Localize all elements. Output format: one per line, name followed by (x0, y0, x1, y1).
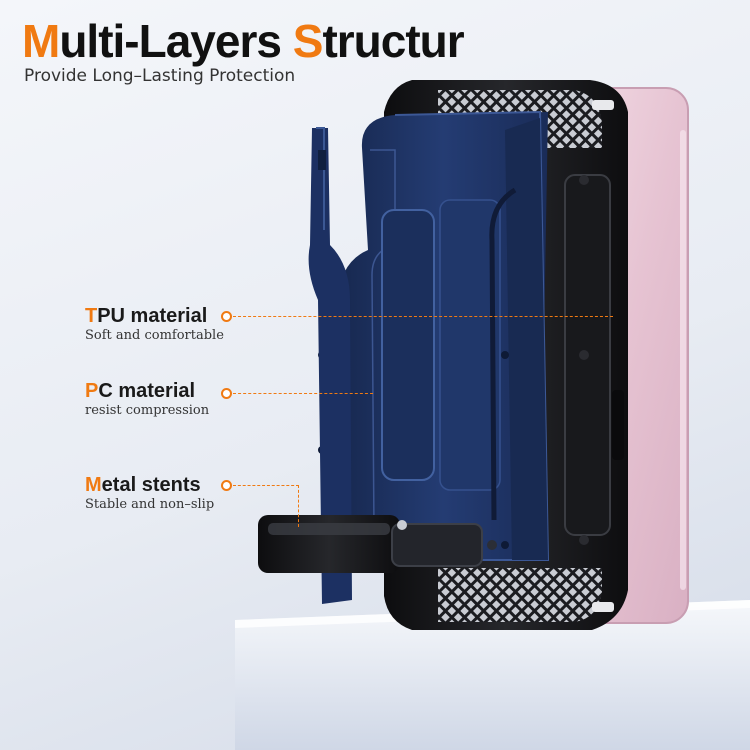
callout-initial: P (85, 380, 99, 402)
detached-side-rail (308, 127, 352, 604)
callout-description: Stable and non–slip (85, 497, 215, 512)
headline-initial-m: M (22, 15, 60, 67)
metal-kickstand (258, 515, 497, 573)
metal-leader-line (233, 485, 299, 486)
pc-callout-dot (221, 388, 232, 399)
tpu-leader-line (233, 316, 613, 317)
callout-title-rest: etal stents (101, 474, 201, 496)
callout-title: TPU material (85, 305, 224, 327)
metal-callout-dot (221, 480, 232, 491)
tpu-callout-dot (221, 311, 232, 322)
headline-initial-s: S (292, 15, 324, 67)
callout-title: Metal stents (85, 474, 214, 496)
callout-metal-stents: Metal stents Stable and non–slip (85, 474, 214, 514)
callout-title: PC material (85, 380, 209, 402)
callout-pc-material: PC material resist compression (85, 380, 209, 420)
callout-description: Soft and comfortable (85, 328, 224, 343)
callout-tpu-material: TPU material Soft and comfortable (85, 305, 224, 345)
callout-initial: M (85, 474, 102, 496)
pc-hard-shell (318, 110, 550, 561)
callout-title-rest: PU material (97, 305, 208, 327)
metal-leader-drop (298, 485, 299, 527)
subheadline: Provide Long–Lasting Protection (24, 66, 296, 86)
callout-title-rest: C material (98, 380, 196, 402)
pc-leader-line (233, 393, 373, 394)
headline-text-1: ulti-Layers (59, 15, 293, 67)
callout-description: resist compression (85, 403, 210, 418)
callout-initial: T (85, 305, 98, 327)
headline: Multi-Layers Structur (22, 14, 465, 68)
headline-text-2: tructur (322, 15, 464, 67)
